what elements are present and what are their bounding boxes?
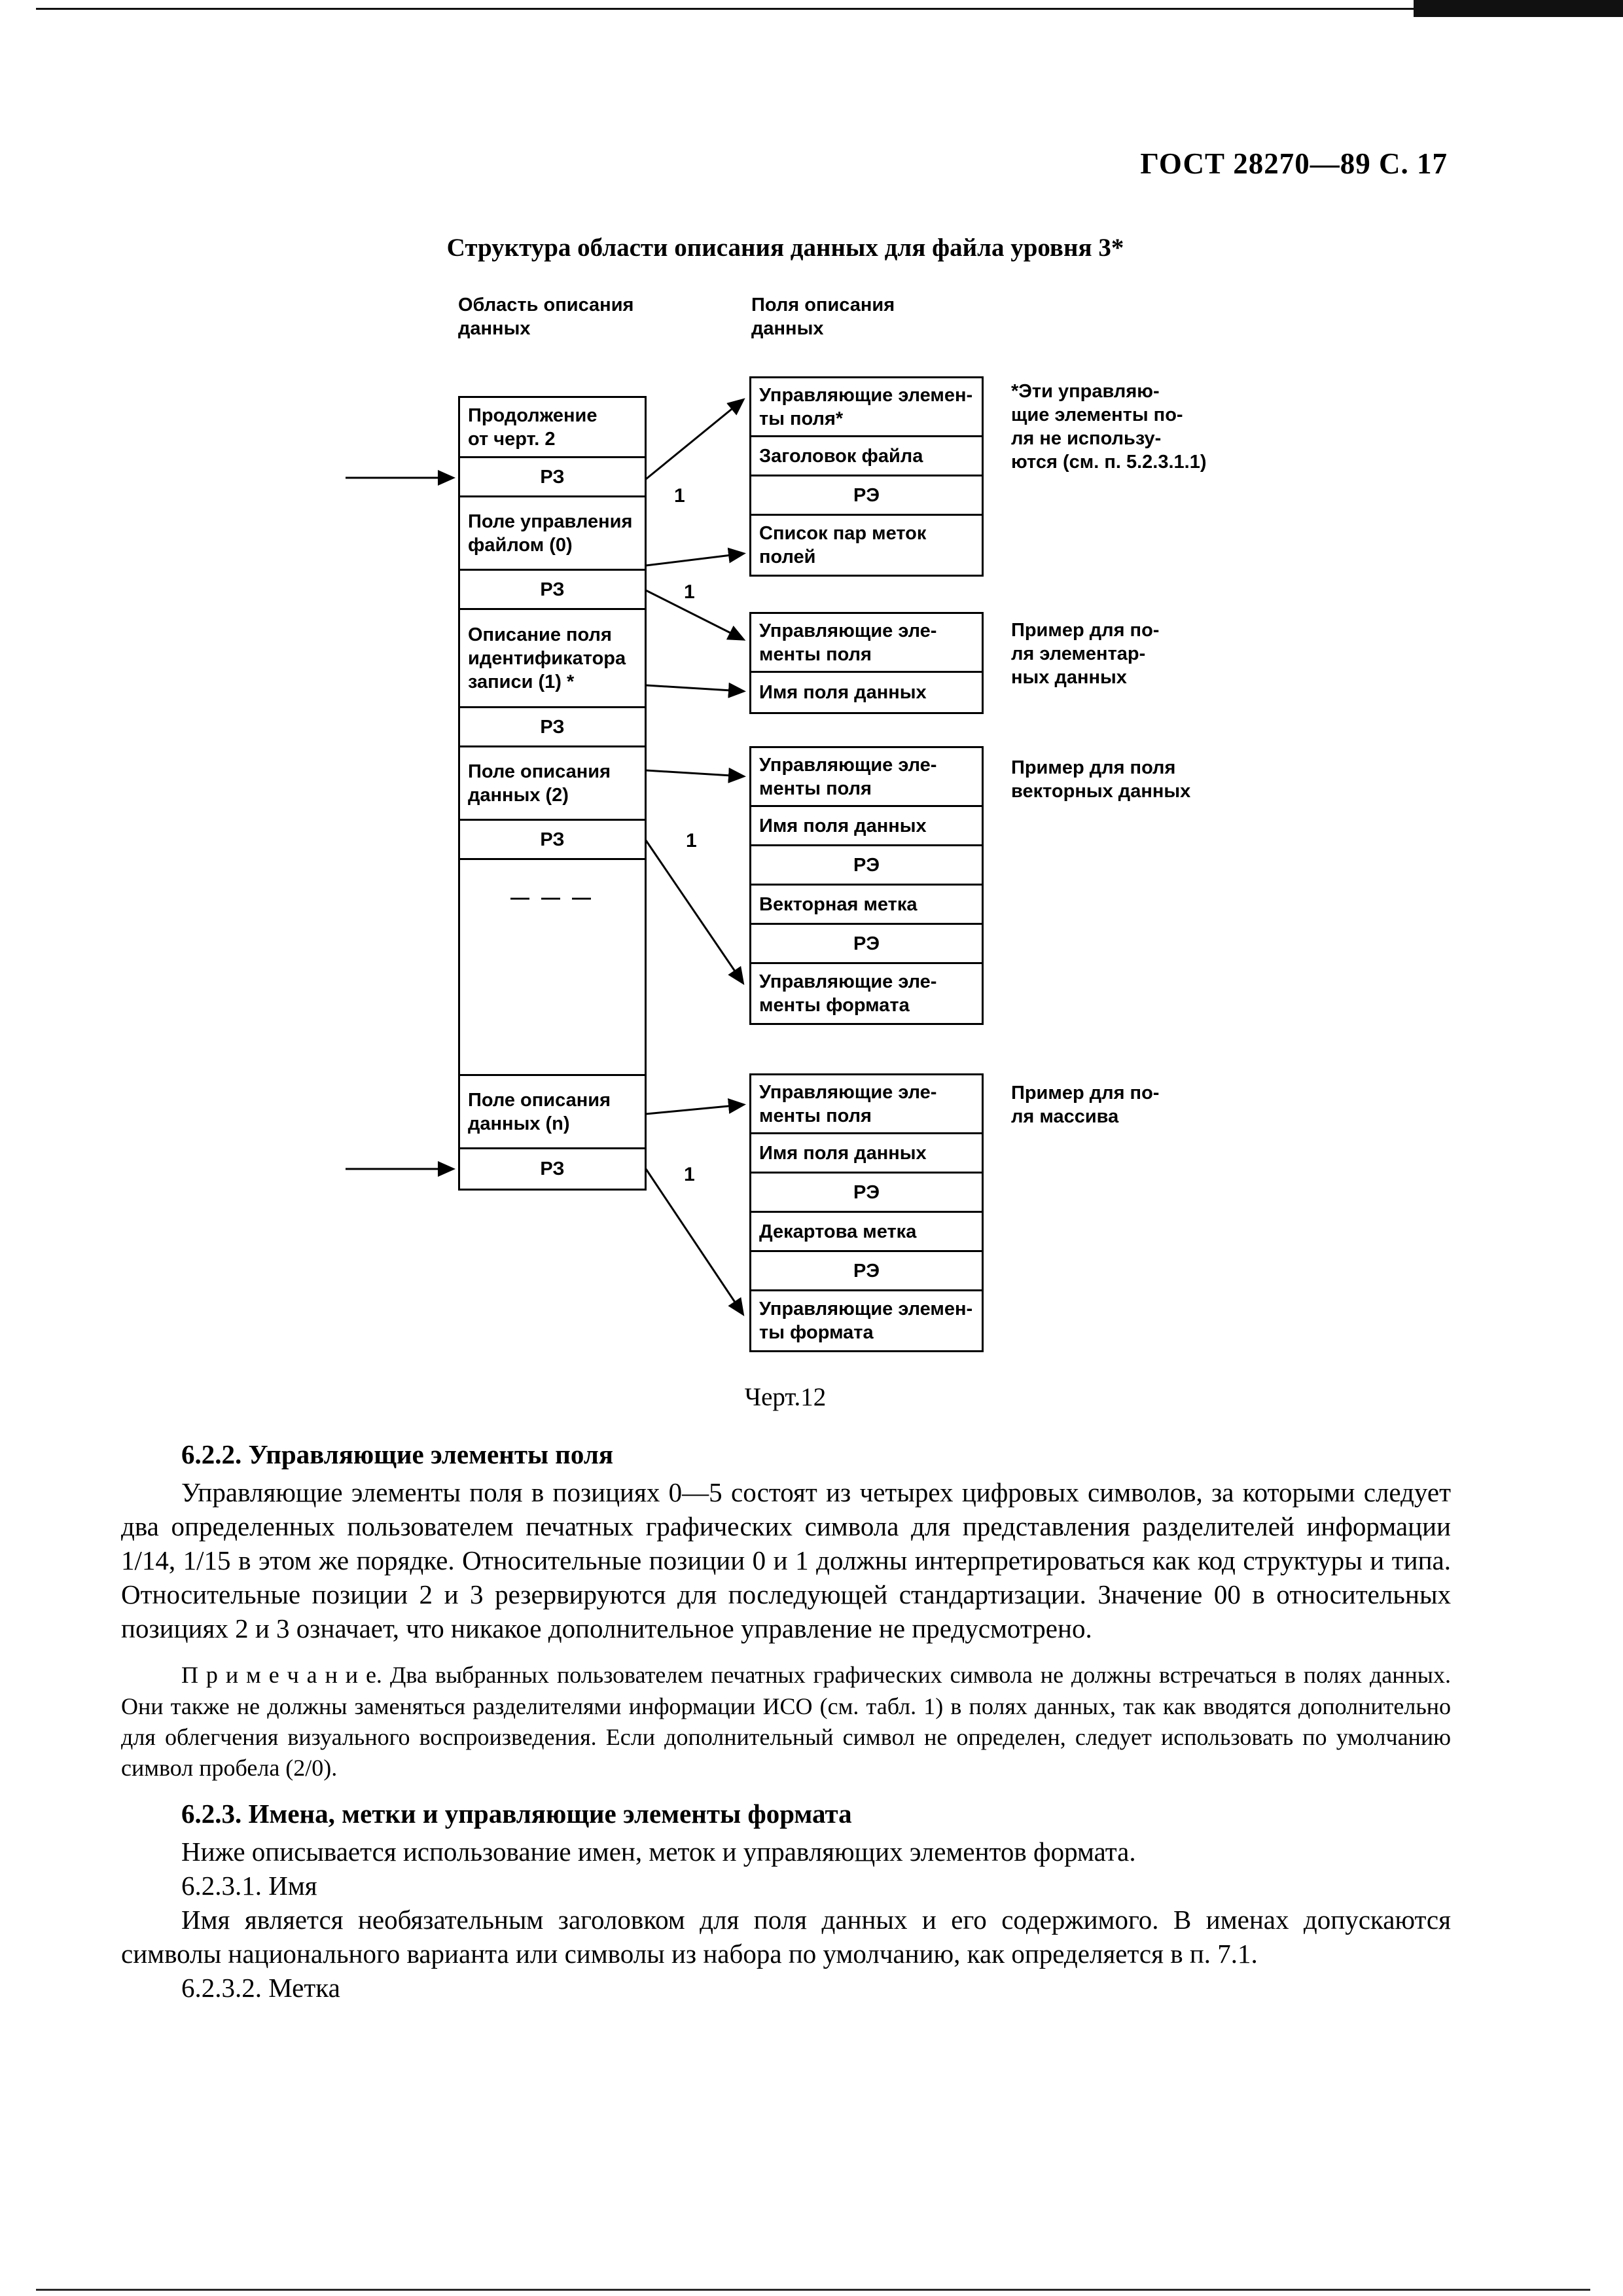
figure-diagram: Область описания данных Поля описания да…: [327, 288, 1263, 1374]
diagram-box-ellipsis: — — —: [460, 860, 645, 1076]
diagram-box-rz: РЗ: [540, 1158, 565, 1179]
diagram-box-re: РЭ: [751, 476, 982, 516]
right-group-3: Управляющие эле- менты поля Имя поля дан…: [749, 746, 984, 1025]
page-header: ГОСТ 28270—89 С. 17: [1140, 147, 1448, 180]
diagram-box-vector-tag: Векторная метка: [751, 886, 982, 925]
note-label: П р и м е ч а н и е.: [181, 1662, 382, 1689]
diagram-box-field-controls: Управляющие эле- менты поля: [751, 614, 982, 673]
section-6-2-3-1-paragraph: Имя является необязательным заголовком д…: [121, 1905, 1451, 1969]
diagram-box-file-control: Поле управления файлом (0): [460, 497, 645, 571]
annotation-group-2: Пример для по- ля элементар- ных данных: [1011, 620, 1160, 688]
diagram-box-data-field-n: Поле описания данных (n): [460, 1076, 645, 1149]
left-column-header: Область описания данных: [458, 295, 634, 339]
occurrence-count-label: 1: [684, 581, 695, 603]
arrow-line-g2-top: [645, 589, 746, 641]
right-group-1: Управляющие элемен- ты поля* Заголовок ф…: [749, 376, 984, 577]
diagram-box-field-controls: Управляющие элемен- ты поля*: [751, 378, 982, 437]
diagram-box-file-header: Заголовок файла: [751, 437, 982, 476]
diagram-box-re: РЭ: [751, 1252, 982, 1291]
diagram-box-field-name: Имя поля данных: [751, 1134, 982, 1174]
section-6-2-3-2-heading: 6.2.3.2. Метка: [181, 1973, 340, 2003]
arrow-line-g3-bottom: [645, 840, 745, 985]
diagram-box-rz: РЗ: [460, 708, 645, 747]
diagram-box-data-field-2: Поле описания данных (2): [460, 747, 645, 821]
diagram-box-field-name: Имя поля данных: [759, 682, 927, 703]
annotation-group-1: *Эти управляю- щие элементы по- ля не ис…: [1011, 381, 1207, 473]
arrows-layer: [346, 398, 746, 1316]
right-group-4: Управляющие эле- менты поля Имя поля дан…: [749, 1073, 984, 1352]
right-column-header: Поля описания данных: [751, 295, 895, 339]
arrow-line-g4-bottom: [645, 1168, 745, 1316]
diagram-box-record-id: Описание поля идентификатора записи (1) …: [460, 610, 645, 708]
occurrence-count-label: 1: [674, 485, 685, 507]
figure-caption: Черт.12: [744, 1383, 827, 1411]
occurrence-count-label: 1: [686, 830, 697, 852]
scan-artifact-corner: [1414, 0, 1623, 17]
scan-artifact-top-line: [36, 8, 1623, 10]
section-6-2-2-heading: 6.2.2. Управляющие элементы поля: [181, 1439, 614, 1469]
diagram-box-rz: РЗ: [460, 821, 645, 860]
diagram-box-re: РЭ: [751, 1174, 982, 1213]
diagram-box-format-controls: Управляющие эле- менты формата: [759, 971, 937, 1016]
diagram-box-field-controls: Управляющие эле- менты поля: [751, 1075, 982, 1134]
section-6-2-3-heading: 6.2.3. Имена, метки и управляющие элемен…: [181, 1799, 852, 1829]
occurrence-count-label: 1: [684, 1164, 695, 1185]
arrow-line-g1-bottom: [645, 547, 746, 567]
arrow-line-g3-top: [645, 767, 746, 783]
diagram-box-re: РЭ: [751, 846, 982, 886]
diagram-box-tag-pair-list: Список пар меток полей: [759, 523, 927, 567]
note-body: Два выбранных пользователем печатных гра…: [121, 1662, 1451, 1781]
right-group-2: Управляющие эле- менты поля Имя поля дан…: [749, 612, 984, 714]
scan-artifact-bottom-line: [36, 2289, 1590, 2291]
diagram-box-re: РЭ: [751, 925, 982, 964]
figure-title: Структура области описания данных для фа…: [446, 234, 1124, 262]
left-column: Продолжение от черт. 2 РЗ Поле управлени…: [458, 396, 647, 1191]
note-paragraph: П р и м е ч а н и е. Два выбранных польз…: [121, 1660, 1451, 1784]
section-6-2-2-paragraph: Управляющие элементы поля в позициях 0—5…: [121, 1477, 1451, 1644]
arrow-line-g1-top: [645, 398, 745, 480]
diagram-box-field-controls: Управляющие эле- менты поля: [751, 748, 982, 807]
diagram-box-field-name: Имя поля данных: [751, 807, 982, 846]
section-6-2-3-1-heading: 6.2.3.1. Имя: [181, 1871, 317, 1901]
arrow-line-g2-bottom: [645, 682, 746, 698]
body-text: 6.2.2. Управляющие элементы поля Управля…: [121, 1437, 1451, 2005]
diagram-box-format-controls: Управляющие элемен- ты формата: [759, 1299, 973, 1343]
diagram-box-rz: РЗ: [460, 458, 645, 497]
diagram-box-cartesian-tag: Декартова метка: [751, 1213, 982, 1252]
annotation-group-3: Пример для поля векторных данных: [1011, 757, 1191, 802]
section-6-2-3-paragraph: Ниже описывается использование имен, мет…: [181, 1837, 1136, 1867]
arrow-line-g4-top: [645, 1098, 746, 1115]
diagram-box-continuation: Продолжение от черт. 2: [460, 398, 645, 458]
diagram-box-rz: РЗ: [460, 571, 645, 610]
annotation-group-4: Пример для по- ля массива: [1011, 1083, 1160, 1127]
